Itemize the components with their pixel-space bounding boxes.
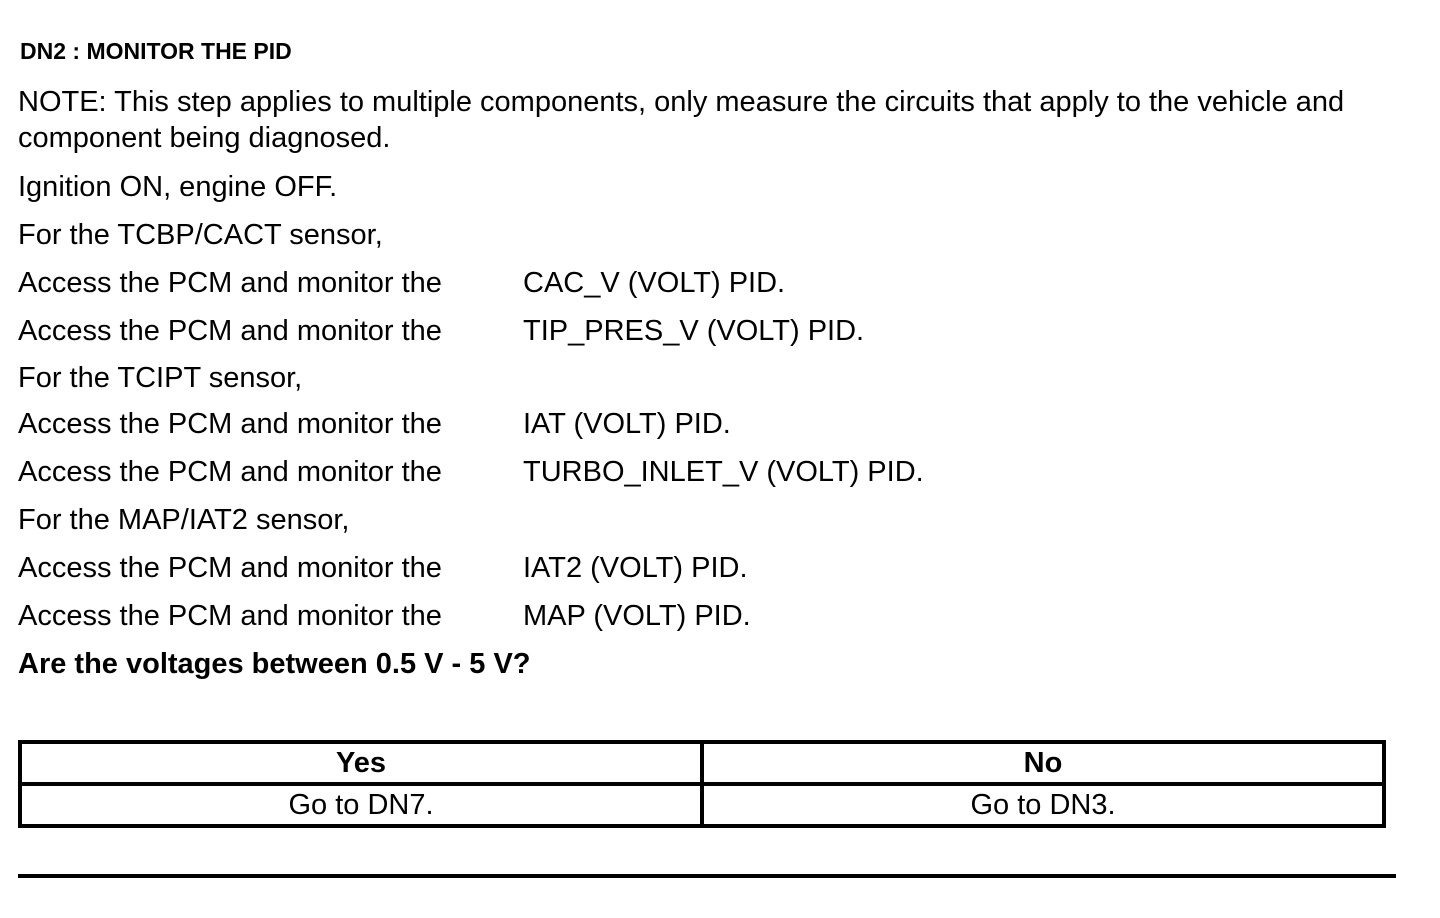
group-heading-tcbp-cact: For the TCBP/CACT sensor, [18,219,383,251]
pid-name: IAT2 (VOLT) PID. [523,552,748,584]
pid-instruction-line: Access the PCM and monitor the MAP (VOLT)… [18,598,751,634]
pid-name: IAT (VOLT) PID. [523,408,731,440]
pid-instruction-prefix: Access the PCM and monitor the [18,267,442,299]
pid-instruction-line: Access the PCM and monitor the TIP_PRES_V… [18,313,864,349]
pid-instruction-line: Access the PCM and monitor the CAC_V (VOL… [18,265,785,301]
step-title: DN2 : MONITOR THE PID [20,38,292,64]
pid-instruction-prefix: Access the PCM and monitor the [18,456,442,488]
group-heading-tcipt: For the TCIPT sensor, [18,362,303,394]
yes-action: Go to DN7. [18,782,704,828]
yes-header: Yes [18,740,704,786]
pid-instruction-prefix: Access the PCM and monitor the [18,552,442,584]
pid-name: TIP_PRES_V (VOLT) PID. [523,315,865,347]
section-divider [18,874,1396,878]
pid-name: MAP (VOLT) PID. [523,600,751,632]
pid-instruction-prefix: Access the PCM and monitor the [18,315,442,347]
pid-name: TURBO_INLET_V (VOLT) PID. [523,456,924,488]
result-table: Yes No Go to DN7. Go to DN3. [18,740,1386,828]
pid-instruction-prefix: Access the PCM and monitor the [18,408,442,440]
no-header: No [700,740,1386,786]
diagnostic-question: Are the voltages between 0.5 V - 5 V? [18,648,531,680]
no-action: Go to DN3. [700,782,1386,828]
group-heading-map-iat2: For the MAP/IAT2 sensor, [18,504,350,536]
pid-instruction-line: Access the PCM and monitor the IAT (VOLT)… [18,406,731,442]
pid-name: CAC_V (VOLT) PID. [523,267,786,299]
ignition-instruction: Ignition ON, engine OFF. [18,171,338,203]
pid-instruction-line: Access the PCM and monitor the TURBO_INLE… [18,454,924,490]
table-header-row: Yes No [18,740,1386,786]
pid-instruction-prefix: Access the PCM and monitor the [18,600,442,632]
table-row: Go to DN7. Go to DN3. [18,782,1386,828]
note-text: NOTE: This step applies to multiple comp… [18,86,1345,154]
pid-instruction-line: Access the PCM and monitor the IAT2 (VOLT… [18,550,748,586]
